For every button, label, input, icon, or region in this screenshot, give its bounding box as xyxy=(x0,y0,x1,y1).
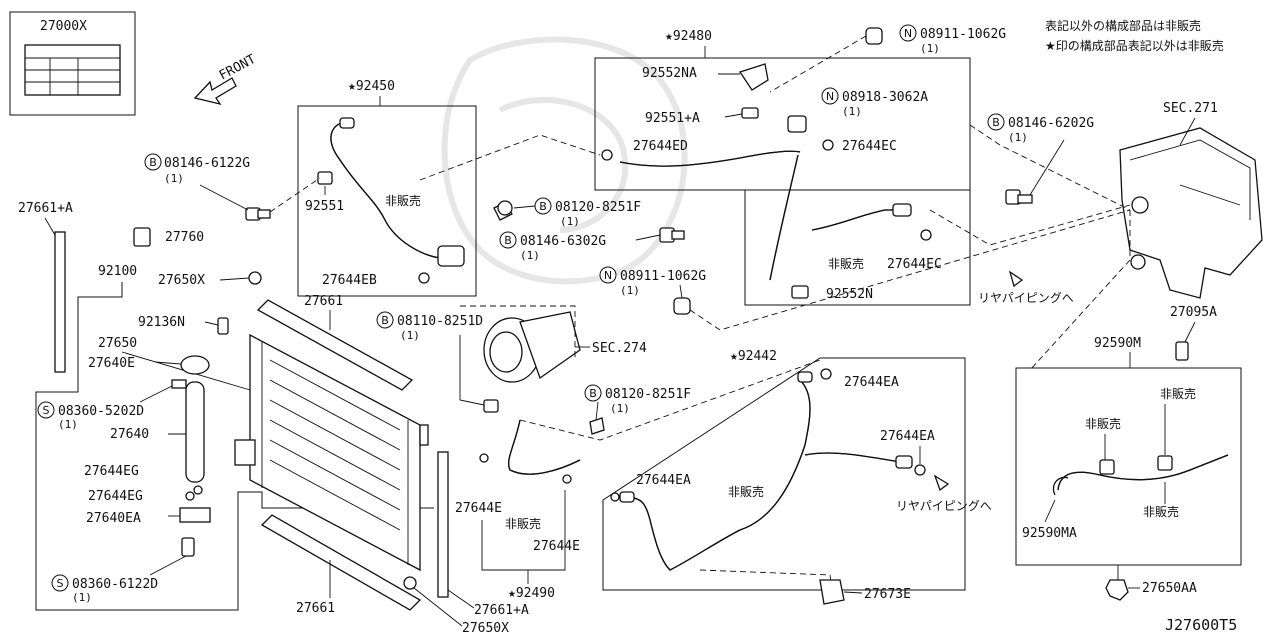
prefix-n-08918: N xyxy=(826,90,834,103)
prefix-b-08120-mid: B xyxy=(589,387,597,400)
group-box-92590m xyxy=(1015,367,1242,566)
label-27644ec-bot: 27644EC xyxy=(887,257,942,272)
label-92480: ★92480 xyxy=(665,29,712,44)
label-27640e: 27640E xyxy=(88,356,135,371)
label-92450: ★92450 xyxy=(348,79,395,94)
note-line-2: ★印の構成部品表記以外は非販売 xyxy=(1045,38,1224,53)
label-plate-27000x: 27000X xyxy=(9,11,136,116)
label-hihanbai-92442: 非販売 xyxy=(728,484,764,499)
label-27640ea: 27640EA xyxy=(86,511,141,526)
label-sec271: SEC.271 xyxy=(1163,101,1218,116)
label-27000x: 27000X xyxy=(40,19,87,34)
label-08146-6202g: 08146-6202G xyxy=(1008,116,1094,131)
label-08911-mid-qty: (1) xyxy=(620,284,640,297)
label-08360-5202d: 08360-5202D xyxy=(58,404,144,419)
label-27644eg-2: 27644EG xyxy=(88,489,143,504)
front-arrow: FRONT xyxy=(193,52,259,106)
label-27650aa: 27650AA xyxy=(1142,581,1197,596)
label-92551: 92551 xyxy=(305,199,344,214)
group-box-92480 xyxy=(594,57,971,191)
label-27661a-top: 27661+A xyxy=(18,201,73,216)
label-27644ec-top: 27644EC xyxy=(842,139,897,154)
label-08360-6122d-qty: (1) xyxy=(72,591,92,604)
label-08120-top-qty: (1) xyxy=(560,215,580,228)
label-27673e: 27673E xyxy=(864,587,911,602)
label-hihanbai-92480: 非販売 xyxy=(828,256,864,271)
label-27644ea-1: 27644EA xyxy=(844,375,899,390)
label-08146-6122g-qty: (1) xyxy=(164,172,184,185)
group-box-92100 xyxy=(35,282,434,611)
watermark-logo xyxy=(441,36,688,285)
label-27644ea-3: 27644EA xyxy=(636,473,691,488)
label-27661-top: 27661 xyxy=(304,294,343,309)
prefix-s-08360-6122: S xyxy=(57,577,64,590)
label-92552n: 92552N xyxy=(826,287,873,302)
hvac-unit xyxy=(1119,127,1263,299)
label-92551a: 92551+A xyxy=(645,111,700,126)
label-27650x-bot: 27650X xyxy=(462,621,509,636)
group-box-92442 xyxy=(602,357,966,591)
label-08146-6122g: 08146-6122G xyxy=(164,156,250,171)
front-label: FRONT xyxy=(217,52,259,84)
prefix-b-08146-6202: B xyxy=(992,116,1000,129)
group-box-92450 xyxy=(297,105,477,297)
label-27650x-top: 27650X xyxy=(158,273,205,288)
condenser xyxy=(234,333,421,572)
label-27644ed: 27644ED xyxy=(633,139,688,154)
label-27644ea-2: 27644EA xyxy=(880,429,935,444)
label-hihanbai-c: 非販売 xyxy=(1143,504,1179,519)
compressor xyxy=(483,311,581,383)
label-08110-8251d-qty: (1) xyxy=(400,329,420,342)
prefix-b-08146-6302: B xyxy=(504,234,512,247)
label-hihanbai-92490: 非販売 xyxy=(505,516,541,531)
label-92490: ★92490 xyxy=(508,586,555,601)
label-08146-6302g-qty: (1) xyxy=(520,249,540,262)
label-27661-bot: 27661 xyxy=(296,601,335,616)
label-08911-top-qty: (1) xyxy=(920,42,940,55)
label-27644eb: 27644EB xyxy=(322,273,377,288)
label-08918: 08918-3062A xyxy=(842,90,928,105)
prefix-b-08146-6122: B xyxy=(149,156,157,169)
label-08120-mid-qty: (1) xyxy=(610,402,630,415)
label-27661a-bot: 27661+A xyxy=(474,603,529,618)
note-line-1: 表記以外の構成部品は非販売 xyxy=(1045,18,1201,33)
label-08146-6302g: 08146-6302G xyxy=(520,234,606,249)
label-08911-top: 08911-1062G xyxy=(920,27,1006,42)
label-rear-piping-2: リヤパイピングへ xyxy=(896,499,992,513)
label-hihanbai-92450: 非販売 xyxy=(385,193,421,208)
label-08360-6122d: 08360-6122D xyxy=(72,577,158,592)
diagram-id: J27600T5 xyxy=(1165,616,1237,634)
label-92552na: 92552NA xyxy=(642,66,697,81)
prefix-s-08360-5202: S xyxy=(43,404,50,417)
label-27644e-1: 27644E xyxy=(455,501,502,516)
label-27095a: 27095A xyxy=(1170,305,1217,320)
label-27640: 27640 xyxy=(110,427,149,442)
label-92590m: 92590M xyxy=(1094,336,1141,351)
label-92136n: 92136N xyxy=(138,315,185,330)
prefix-n-08911-top: N xyxy=(904,27,912,40)
label-rear-piping-1: リヤパイピングへ xyxy=(978,291,1074,305)
label-08146-6202g-qty: (1) xyxy=(1008,131,1028,144)
label-27644eg-1: 27644EG xyxy=(84,464,139,479)
label-08918-qty: (1) xyxy=(842,105,862,118)
label-27760: 27760 xyxy=(165,230,204,245)
label-27650: 27650 xyxy=(98,336,137,351)
label-08120-top: 08120-8251F xyxy=(555,200,641,215)
prefix-b-08120-top: B xyxy=(539,200,547,213)
prefix-b-08110: B xyxy=(381,314,389,327)
label-08360-5202d-qty: (1) xyxy=(58,418,78,431)
label-hihanbai-b: 非販売 xyxy=(1085,416,1121,431)
label-92590ma: 92590MA xyxy=(1022,526,1077,541)
label-08911-mid: 08911-1062G xyxy=(620,269,706,284)
label-92442: ★92442 xyxy=(730,349,777,364)
label-08110-8251d: 08110-8251D xyxy=(397,314,483,329)
label-27644e-2: 27644E xyxy=(533,539,580,554)
prefix-n-08911-mid: N xyxy=(604,269,612,282)
label-08120-mid: 08120-8251F xyxy=(605,387,691,402)
label-92100: 92100 xyxy=(98,264,137,279)
label-sec274: SEC.274 xyxy=(592,341,647,356)
label-hihanbai-a: 非販売 xyxy=(1160,386,1196,401)
